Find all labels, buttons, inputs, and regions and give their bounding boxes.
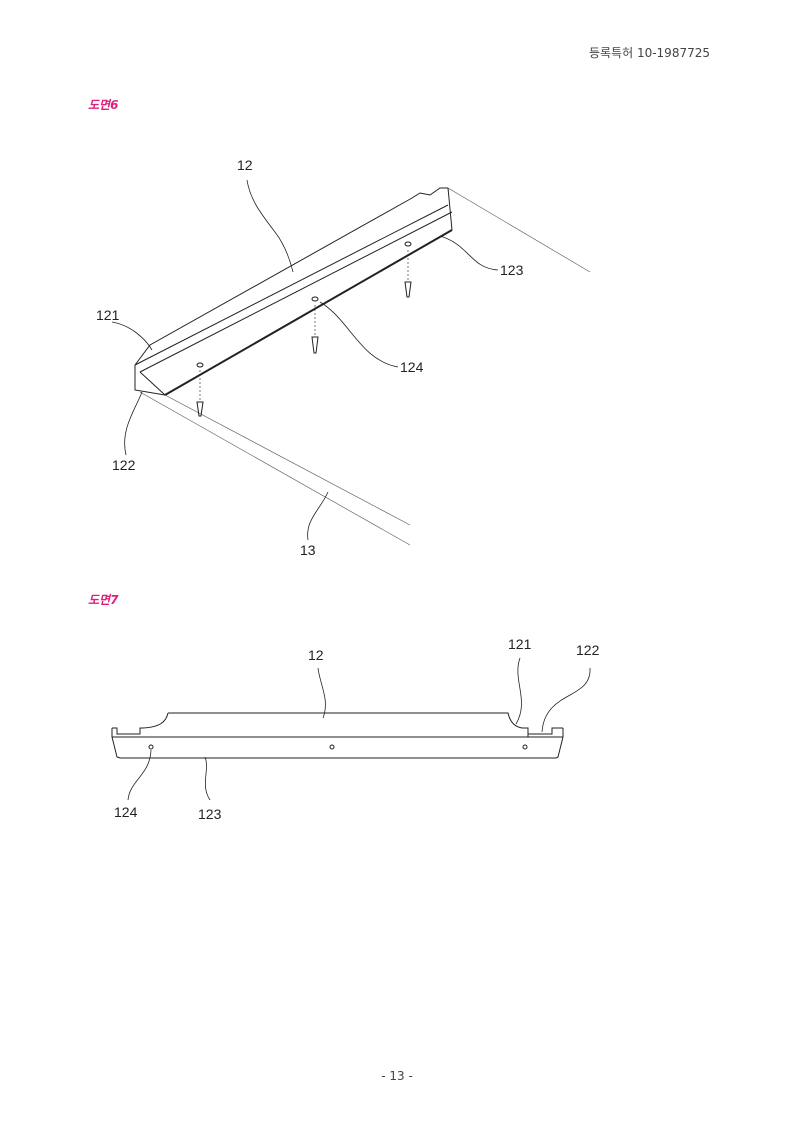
fig7-label-123: 123 — [198, 806, 222, 822]
label-12: 12 — [237, 157, 253, 173]
figure-6-drawing — [111, 179, 591, 546]
figure-7-drawing — [111, 657, 591, 801]
patent-number-header: 등록특허 10-1987725 — [588, 46, 710, 60]
label-121: 121 — [96, 307, 120, 323]
screw-icon — [196, 250, 412, 417]
fig7-label-121: 121 — [508, 636, 532, 652]
label-13: 13 — [300, 542, 316, 558]
figure-6-title: 도면6 — [88, 98, 119, 112]
fig7-label-122: 122 — [576, 642, 600, 658]
label-122: 122 — [112, 457, 136, 473]
figure-7-title: 도면7 — [88, 593, 119, 607]
fig7-label-12: 12 — [308, 647, 324, 663]
page-number: - 13 - — [381, 1069, 413, 1083]
label-123: 123 — [500, 262, 524, 278]
label-124: 124 — [400, 359, 424, 375]
fig7-label-124: 124 — [114, 804, 138, 820]
